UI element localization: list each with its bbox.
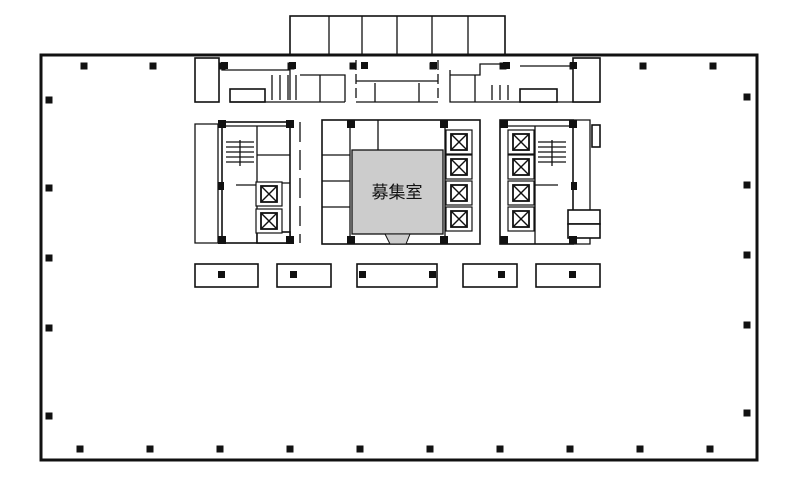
elevator-icon xyxy=(507,129,535,155)
elevator-icon xyxy=(445,206,473,232)
column xyxy=(743,93,751,101)
column xyxy=(286,445,294,453)
elevator-icon xyxy=(445,180,473,206)
column xyxy=(76,445,84,453)
recruitment-room xyxy=(351,149,444,235)
column xyxy=(146,445,154,453)
column xyxy=(45,324,53,332)
column xyxy=(45,412,53,420)
column xyxy=(149,62,157,70)
elevator-icon xyxy=(507,206,535,232)
outer-wall xyxy=(39,53,759,462)
core-columns xyxy=(218,62,577,244)
column xyxy=(349,62,357,70)
column xyxy=(45,184,53,192)
elevator-icon xyxy=(255,208,283,234)
column xyxy=(216,445,224,453)
column xyxy=(80,62,88,70)
column xyxy=(743,321,751,329)
elevator-icon xyxy=(445,154,473,180)
bottom-row-rooms xyxy=(194,263,601,288)
elevator-icon xyxy=(507,180,535,206)
elevators xyxy=(255,129,535,234)
stair-icon xyxy=(538,140,566,166)
column xyxy=(639,62,647,70)
column xyxy=(709,62,717,70)
column xyxy=(566,445,574,453)
column xyxy=(743,409,751,417)
column xyxy=(45,254,53,262)
elevator-icon xyxy=(255,181,283,207)
column xyxy=(45,96,53,104)
column xyxy=(426,445,434,453)
upper-service-left xyxy=(194,57,346,103)
top-annex xyxy=(289,15,506,56)
upper-service-right xyxy=(449,57,601,103)
room-label: 募集室 xyxy=(372,183,423,203)
column xyxy=(706,445,714,453)
column xyxy=(636,445,644,453)
column xyxy=(356,445,364,453)
elevator-icon xyxy=(445,129,473,155)
stair-icon xyxy=(226,140,254,166)
upper-service-center xyxy=(355,60,439,103)
elevator-icon xyxy=(507,154,535,180)
column xyxy=(743,251,751,259)
column xyxy=(496,445,504,453)
column xyxy=(743,181,751,189)
